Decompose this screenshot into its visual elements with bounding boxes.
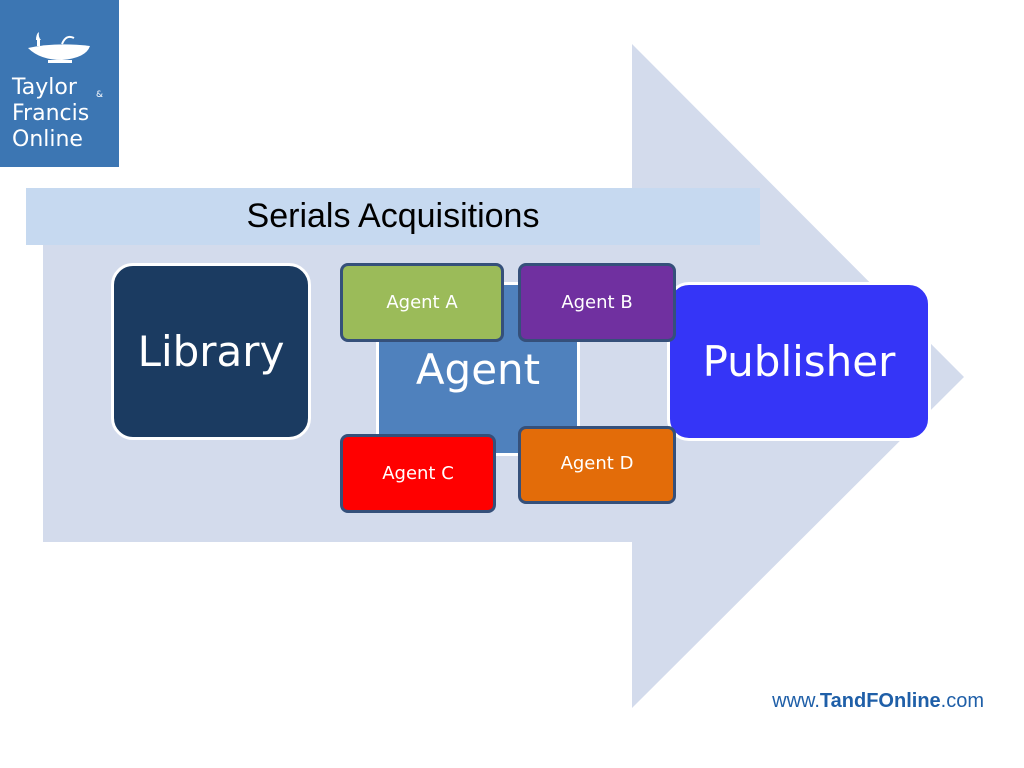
agent-a-label: Agent A	[386, 292, 458, 313]
publisher-label: Publisher	[702, 337, 896, 386]
logo-text-francis: Francis	[12, 101, 90, 126]
agent-c-label: Agent C	[382, 463, 454, 484]
publisher-node: Publisher	[667, 282, 931, 441]
agent-b-node: Agent B	[518, 263, 676, 342]
oil-lamp-icon	[28, 32, 90, 63]
logo-text-taylor: Taylor	[12, 75, 77, 100]
footer-website-link[interactable]: www.TandFOnline.com	[700, 690, 984, 713]
agent-d-node: Agent D	[518, 426, 676, 504]
agent-c-node: Agent C	[340, 434, 496, 513]
agent-label: Agent	[415, 344, 541, 394]
footer-url-suffix: .com	[940, 690, 984, 712]
logo-ampersand: &	[96, 90, 104, 100]
footer-url-prefix: www.	[772, 690, 820, 712]
library-node: Library	[111, 263, 311, 440]
title-band: Serials Acquisitions	[26, 188, 760, 245]
agent-d-label: Agent D	[560, 453, 634, 474]
slide-title: Serials Acquisitions	[246, 197, 540, 235]
taylor-francis-logo[interactable]: Taylor & Francis Online	[0, 0, 119, 167]
footer-url-brand: TandFOnline	[819, 690, 941, 712]
logo-text-online: Online	[12, 127, 83, 152]
library-label: Library	[137, 327, 285, 376]
agent-b-label: Agent B	[561, 292, 633, 313]
agent-a-node: Agent A	[340, 263, 504, 342]
